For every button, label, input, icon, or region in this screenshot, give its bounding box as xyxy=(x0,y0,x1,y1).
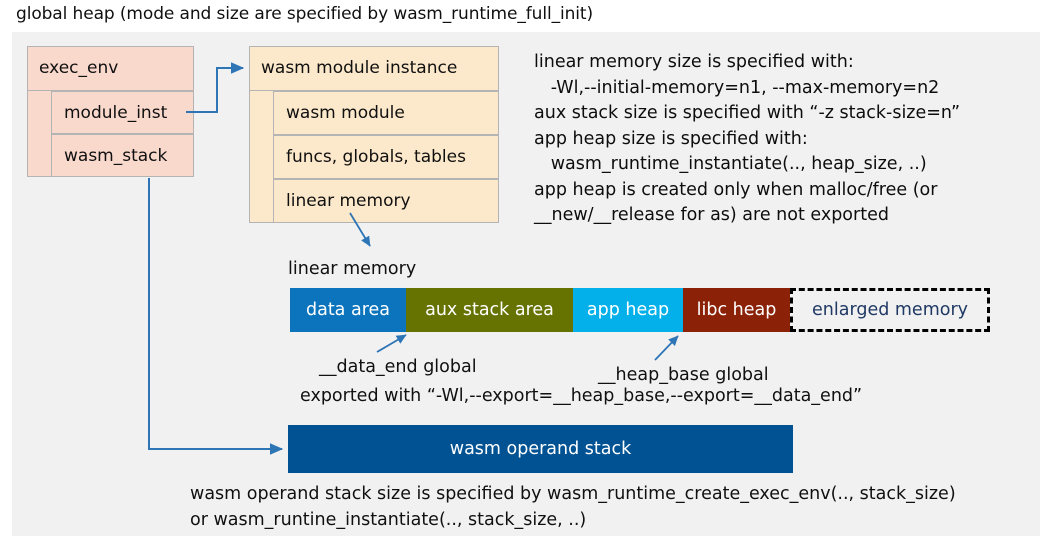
memory-segment-enlarged-memory: enlarged memory xyxy=(790,288,990,332)
operand-stack-note-line-2: or wasm_runtine_instantiate(.., stack_si… xyxy=(190,509,587,530)
memory-config-notes: linear memory size is specified with: -W… xyxy=(534,50,1034,229)
memory-config-note-line-1: linear memory size is specified with: xyxy=(534,52,854,72)
memory-config-note-line-2: -Wl,--initial-memory=n1, --max-memory=n2 xyxy=(534,77,940,98)
memory-config-note-line-4: app heap size is specified with: xyxy=(534,128,808,149)
exported-with-annotation: exported with “-Wl,--export=__heap_base,… xyxy=(300,386,863,406)
memory-config-note-line-3: aux stack size is specified with “-z sta… xyxy=(534,103,961,123)
memory-segment-data-area: data area xyxy=(290,288,406,332)
module-instance-row-linear-memory: linear memory xyxy=(273,179,499,223)
exec-env-title: exec_env xyxy=(27,46,194,91)
operand-stack-note-line-1: wasm operand stack size is specified by … xyxy=(190,484,956,504)
data-end-annotation: __data_end global xyxy=(319,357,477,377)
page-title: global heap (mode and size are specified… xyxy=(16,4,593,24)
operand-stack-note: wasm operand stack size is specified by … xyxy=(190,482,956,533)
exec-env-row-module-inst: module_inst xyxy=(51,91,194,134)
wasm-module-instance-title: wasm module instance xyxy=(249,46,499,91)
memory-config-note-line-6: app heap is created only when malloc/fre… xyxy=(534,179,938,200)
module-instance-row-wasm-module: wasm module xyxy=(273,91,499,135)
memory-segment-libc-heap: libc heap xyxy=(683,288,790,332)
memory-segment-app-heap: app heap xyxy=(573,288,683,332)
module-instance-row-funcs-globals-tables: funcs, globals, tables xyxy=(273,135,499,179)
wasm-operand-stack-box: wasm operand stack xyxy=(288,425,793,473)
exec-env-row-wasm-stack: wasm_stack xyxy=(51,134,194,177)
memory-config-note-line-5: wasm_runtime_instantiate(.., heap_size, … xyxy=(534,154,927,174)
linear-memory-caption: linear memory xyxy=(288,259,417,279)
heap-base-annotation: __heap_base global xyxy=(598,365,769,385)
memory-segment-aux-stack-area: aux stack area xyxy=(406,288,573,332)
memory-config-note-line-7: __new/__release for as) are not exported xyxy=(534,205,889,225)
